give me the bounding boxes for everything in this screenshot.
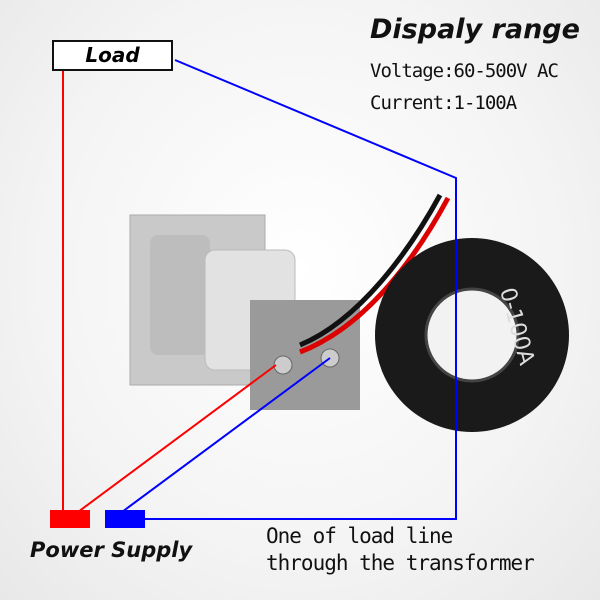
display-range-title: Dispaly range (370, 14, 580, 45)
live-terminal (50, 510, 90, 528)
neutral-line-to-meter (121, 357, 331, 513)
voltage-range: Voltage:60-500V AC (370, 60, 559, 82)
power-supply-label: Power Supply (30, 538, 193, 562)
note-line-2: through the transformer (266, 551, 535, 575)
current-range: Current:1-100A (370, 92, 517, 114)
voltmeter-device (129, 214, 360, 410)
live-line-to-meter (77, 364, 277, 513)
load-box: Load (52, 40, 173, 71)
note-line-1: One of load line (266, 524, 453, 548)
current-transformer: 0-100A (375, 238, 569, 432)
neutral-terminal (105, 510, 145, 528)
neutral-line (145, 59, 457, 520)
